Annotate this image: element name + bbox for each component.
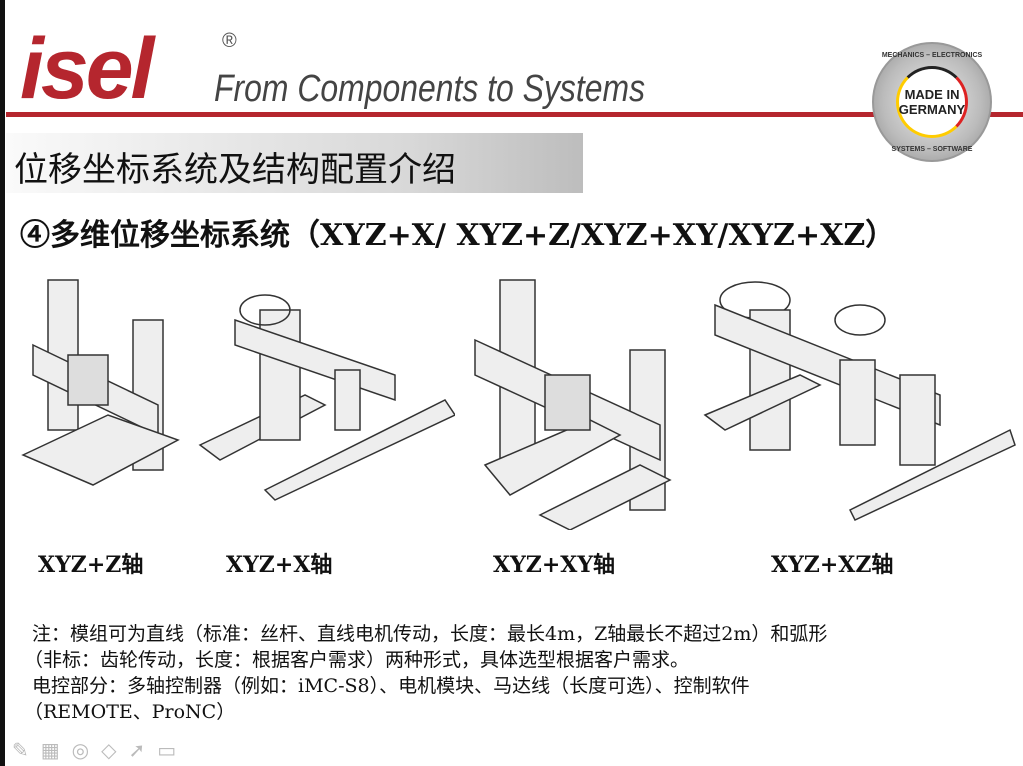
slogan: From Components to Systems [214, 68, 646, 110]
registered-mark: ® [222, 30, 237, 52]
header-divider [6, 112, 1023, 117]
seal-top-text: MECHANICS – ELECTRONICS [881, 52, 983, 59]
xyz-xy-machine-image [474, 279, 672, 530]
caption-xyz-z: XYZ+Z轴 [38, 552, 144, 578]
note-line-3: 电控部分：多轴控制器（例如：iMC-S8）、电机模块、马达线（长度可选）、控制软… [32, 675, 750, 697]
seal-center: MADE IN GERMANY [896, 66, 968, 138]
slide-title: 位移坐标系统及结构配置介绍 [14, 150, 456, 190]
camera-icon[interactable]: ▭ [157, 738, 177, 762]
slideshow-toolbar: ✎ ▦ ◎ ◇ ➚ ▭ [12, 738, 176, 762]
arrow-icon[interactable]: ➚ [128, 738, 146, 762]
pen-icon[interactable]: ✎ [12, 738, 29, 762]
note-line-2: （非标：齿轮传动，长度：根据客户需求）两种形式，具体选型根据客户需求。 [24, 649, 690, 671]
pointer-circle-icon[interactable]: ◎ [71, 738, 90, 762]
xyz-x-machine-image [198, 294, 455, 501]
xyz-xz-machine-image [703, 281, 1016, 521]
caption-xyz-x: XYZ+X轴 [226, 552, 333, 578]
xyz-z-machine-image [21, 279, 180, 486]
caption-xyz-xy: XYZ+XY轴 [493, 552, 616, 578]
note-line-1: 注：模组可为直线（标准：丝杆、直线电机传动，长度：最长4m，Z轴最长不超过2m）… [32, 623, 828, 645]
left-edge [0, 0, 5, 766]
slide-subtitle: ④多维位移坐标系统（XYZ+X/ XYZ+Z/XYZ+XY/XYZ+XZ） [20, 218, 896, 253]
seal-bottom-text: SYSTEMS – SOFTWARE [891, 146, 973, 153]
made-in-germany-seal: MECHANICS – ELECTRONICS MADE IN GERMANY … [872, 42, 992, 162]
note-line-4: （REMOTE、ProNC） [24, 701, 236, 723]
caption-xyz-xz: XYZ+XZ轴 [771, 552, 894, 578]
isel-logo: isel [20, 21, 154, 117]
title-banner [6, 133, 583, 193]
slides-icon[interactable]: ▦ [40, 738, 60, 762]
eraser-icon[interactable]: ◇ [101, 738, 117, 762]
